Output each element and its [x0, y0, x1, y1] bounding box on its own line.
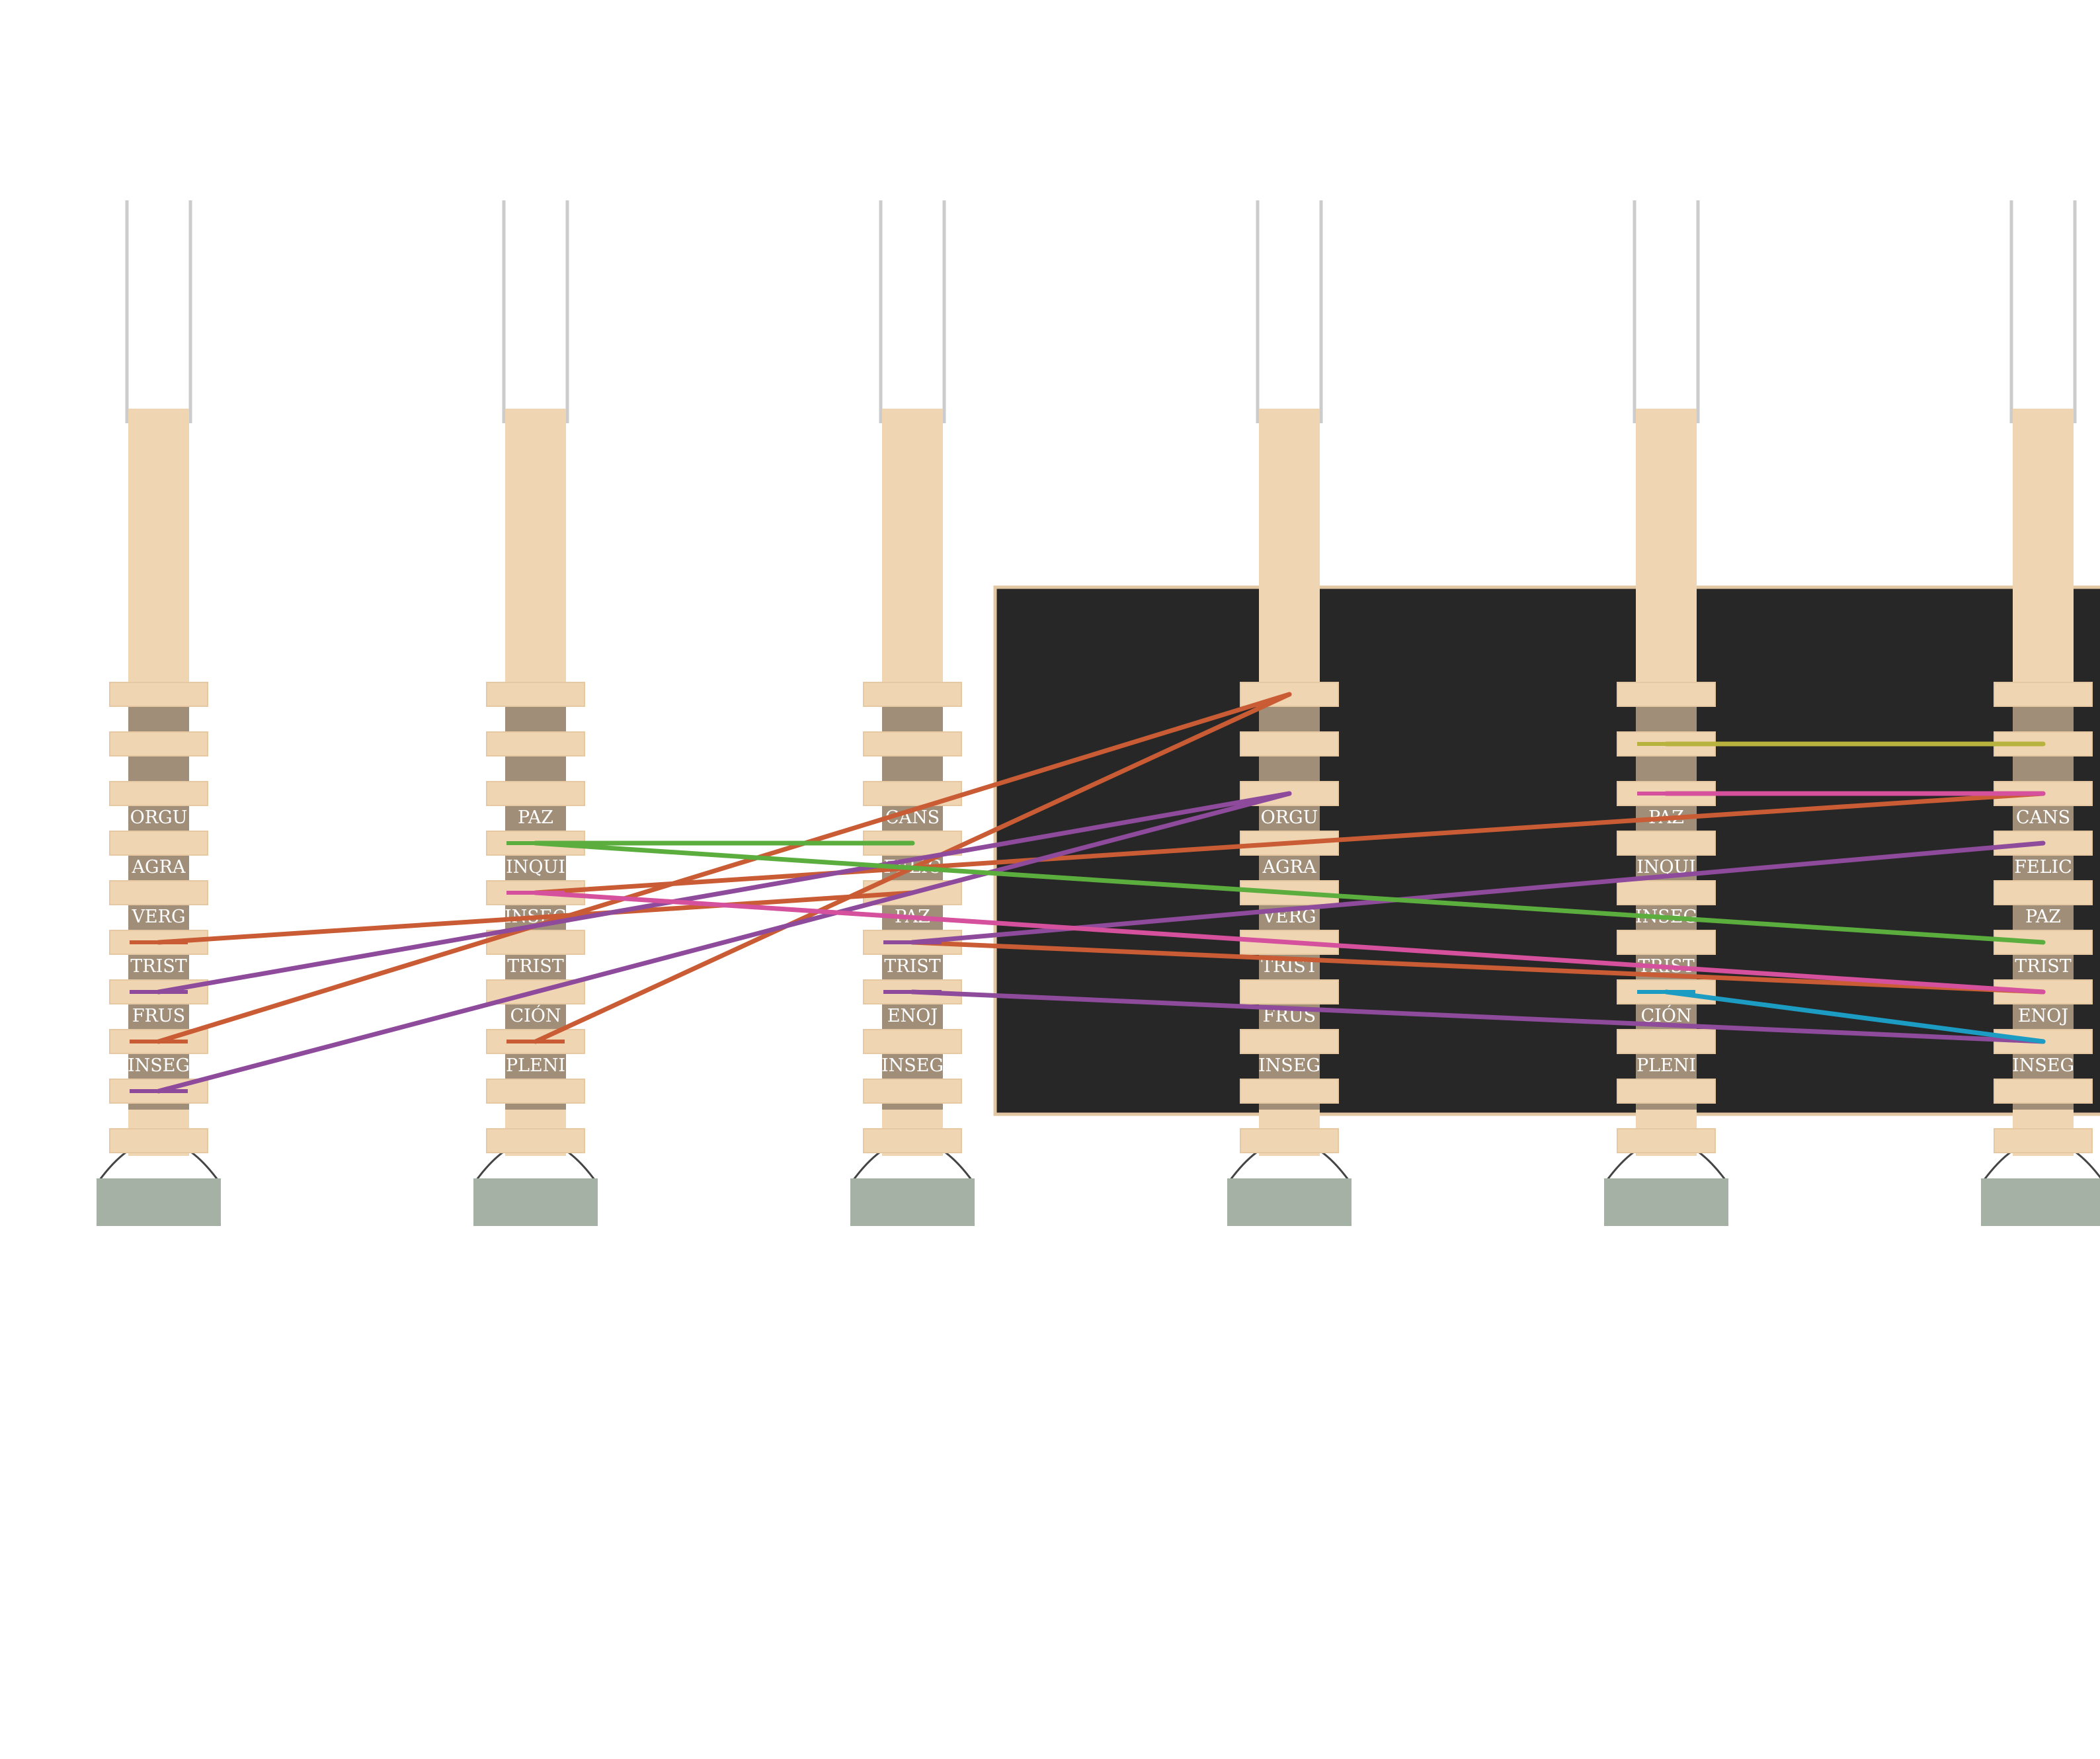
ring-label: CIÓN [510, 1004, 561, 1026]
thread-blue-1 [1664, 989, 2046, 1044]
ring-label: ENOJ [2018, 1006, 2068, 1026]
ring-label: TRIST [507, 956, 564, 977]
ring [1617, 1029, 1716, 1054]
thread-orange-2 [156, 692, 1292, 1044]
ring [1994, 1079, 2093, 1104]
ring [1617, 880, 1716, 905]
ring [863, 731, 962, 757]
pole-top [128, 409, 189, 693]
ring [109, 831, 208, 856]
thread-purple-3 [910, 840, 2046, 945]
ring [863, 682, 962, 707]
ring-label: FELIC [2014, 857, 2072, 878]
ring [486, 682, 585, 707]
ring [109, 731, 208, 757]
ring-label: CANS [2016, 807, 2070, 828]
ring [1994, 1128, 2093, 1153]
ring-label: PLENI [1636, 1055, 1696, 1076]
pole-top [1636, 409, 1697, 693]
pole-top [882, 409, 943, 693]
ring [1994, 682, 2093, 707]
ring [1240, 979, 1339, 1004]
ring [109, 1128, 208, 1153]
ring-label: INSEG [1258, 1055, 1320, 1076]
base-block [1981, 1178, 2100, 1226]
ring [1617, 1128, 1716, 1153]
ring-label: PAZ [518, 807, 553, 828]
ring-label: TRIST [2015, 956, 2072, 977]
base-block [1227, 1178, 1352, 1226]
ring-label: INSEG [2012, 1055, 2074, 1076]
thread-pink-1 [533, 890, 2046, 995]
ring-label: AGRA [132, 857, 186, 878]
ring [1617, 930, 1716, 955]
ring-label: VERG [131, 907, 185, 927]
ring-label: FRUS [132, 1006, 185, 1026]
base-block [850, 1178, 975, 1226]
pole-top [2013, 409, 2074, 693]
ring [1240, 1079, 1339, 1104]
ring [863, 1128, 962, 1153]
base-block [473, 1178, 598, 1226]
ring [863, 1029, 962, 1054]
ring-label: INSEG [128, 1055, 190, 1076]
ring [1240, 731, 1339, 757]
ring-label: TRIST [130, 956, 187, 977]
ring [109, 880, 208, 905]
thread-orange-3 [533, 791, 2046, 895]
threads-layer [130, 692, 2046, 1094]
ring-label: TRIST [884, 956, 941, 977]
thread-purple-1 [156, 791, 1292, 995]
pole-top [1259, 409, 1320, 693]
ring-label: INSEG [881, 1055, 944, 1076]
ring [1617, 1079, 1716, 1104]
thread-orange-4 [910, 940, 2046, 995]
ring [1994, 880, 2093, 905]
ring-label: PLENI [506, 1055, 565, 1076]
thread-purple-2 [156, 791, 1292, 1094]
ring [863, 1079, 962, 1104]
thread-purple-4 [910, 989, 2046, 1044]
pole-top [505, 409, 566, 693]
ring-label: AGRA [1262, 857, 1316, 878]
ring [109, 781, 208, 806]
ring [1617, 682, 1716, 707]
ring [486, 731, 585, 757]
base-block [1604, 1178, 1728, 1226]
ring-label: ENOJ [887, 1006, 938, 1026]
thread-orange-1 [156, 890, 915, 945]
ring [109, 682, 208, 707]
ring [486, 1128, 585, 1153]
pole-1: ORGU AGRA VERG TRIST FRUS INSEG [97, 200, 221, 1226]
ring [1617, 831, 1716, 856]
ring-label: PAZ [2025, 907, 2061, 927]
thread-green-2 [533, 840, 2046, 945]
ring-label: ORGU [1261, 807, 1318, 828]
ring [486, 781, 585, 806]
base-block [97, 1178, 221, 1226]
ring-label: ORGU [130, 807, 188, 828]
ring-label: INQUI [506, 857, 565, 878]
ring [1240, 1029, 1339, 1054]
ring [486, 1079, 585, 1104]
ring [1240, 1128, 1339, 1153]
